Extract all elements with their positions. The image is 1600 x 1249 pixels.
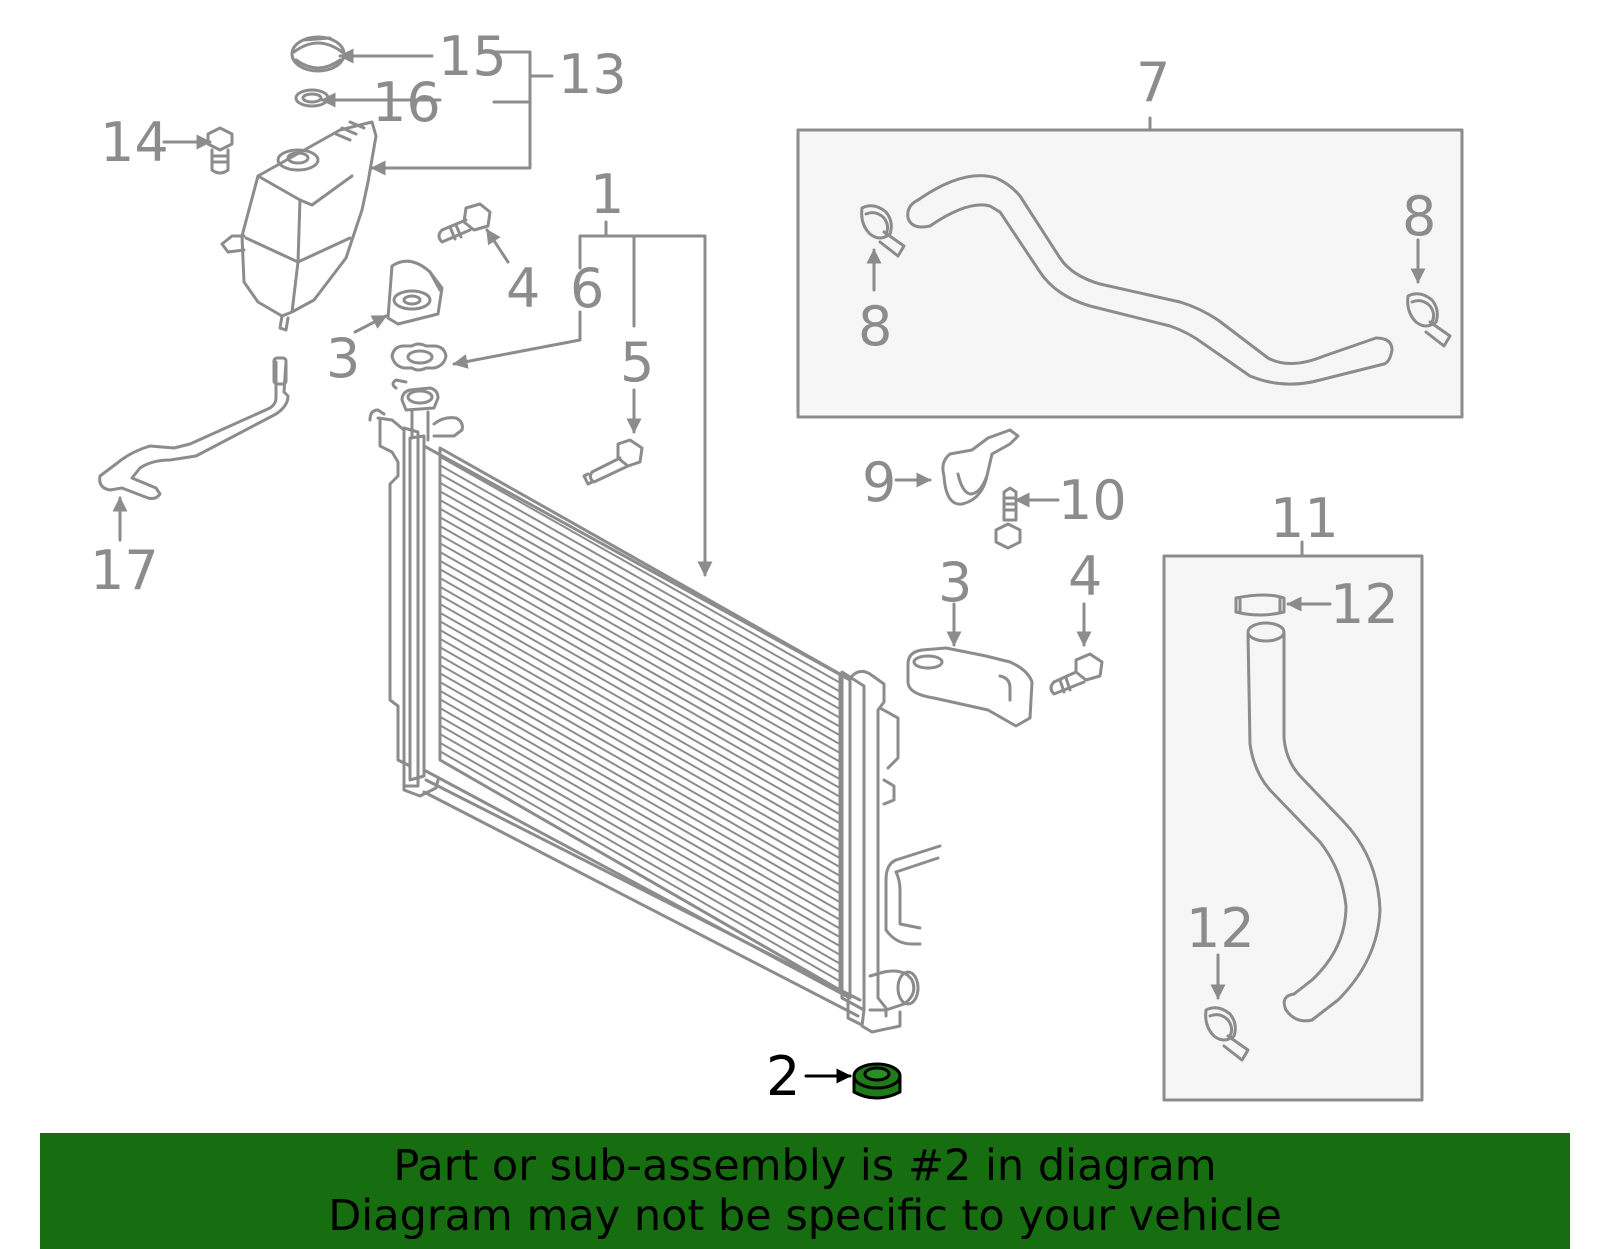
radiator-fin xyxy=(439,603,841,833)
radiator-fin xyxy=(439,672,841,904)
callout-3-lower: 3 xyxy=(938,551,973,614)
hose-clamp-12-upper xyxy=(1234,593,1286,617)
radiator-fin xyxy=(439,681,841,912)
callout-17: 17 xyxy=(90,539,159,602)
radiator-fin xyxy=(439,750,841,983)
drain-plug-5 xyxy=(582,438,644,486)
radiator-fin xyxy=(439,499,841,728)
radiator-fin xyxy=(439,455,841,684)
radiator-fin xyxy=(439,507,841,737)
radiator-fin xyxy=(439,533,841,763)
radiator-fin xyxy=(439,733,841,965)
radiator-fin xyxy=(439,689,841,921)
info-banner: Part or sub-assembly is #2 in diagram Di… xyxy=(40,1133,1570,1249)
overflow-hose-17 xyxy=(98,356,290,500)
mount-bracket-3-lower xyxy=(906,646,1034,728)
callout-8-right: 8 xyxy=(1402,185,1437,248)
radiator-fin xyxy=(439,594,841,825)
banner-line-disclaimer: Diagram may not be specific to your vehi… xyxy=(328,1191,1282,1241)
radiator-fin xyxy=(439,551,841,781)
radiator-fin xyxy=(439,490,841,719)
callout-8-left: 8 xyxy=(858,295,893,358)
seal-6 xyxy=(390,342,448,372)
callout-14: 14 xyxy=(100,111,169,174)
callout-12-upper: 12 xyxy=(1330,573,1399,636)
bolt-4-upper xyxy=(437,202,492,244)
hose-bracket-9 xyxy=(941,428,1020,506)
callout-10: 10 xyxy=(1058,469,1127,532)
upper-hose-7 xyxy=(906,174,1394,386)
lower-hose-11 xyxy=(1246,621,1382,1023)
callout-5: 5 xyxy=(620,331,655,394)
radiator-fin xyxy=(439,698,841,930)
radiator-fin xyxy=(439,724,841,956)
radiator-fin xyxy=(439,481,841,711)
radiator-fin xyxy=(439,715,841,948)
radiator-fin xyxy=(439,525,841,754)
bolt-10 xyxy=(994,486,1022,550)
o-ring-16 xyxy=(294,88,330,108)
radiator-fin xyxy=(439,473,841,702)
bolt-4-lower xyxy=(1049,652,1104,696)
coolant-reservoir-13 xyxy=(220,120,378,332)
reservoir-cap-15 xyxy=(290,35,346,73)
radiator-fin xyxy=(439,568,841,798)
callout-1: 1 xyxy=(590,163,625,226)
callout-16: 16 xyxy=(372,71,441,134)
radiator-fin xyxy=(439,646,841,877)
callout-15: 15 xyxy=(438,25,507,88)
radiator-fin xyxy=(439,577,841,807)
callout-9: 9 xyxy=(862,451,897,514)
callout-4-upper: 4 xyxy=(506,257,541,320)
radiator-fin xyxy=(439,464,841,693)
callout-4-lower: 4 xyxy=(1068,545,1103,608)
radiator-fin xyxy=(439,585,841,816)
radiator-fin xyxy=(439,629,841,860)
radiator-fin xyxy=(439,516,841,746)
radiator-fin xyxy=(439,559,841,790)
hose-clamp-8-right xyxy=(1406,292,1452,348)
radiator-fin xyxy=(439,611,841,842)
callout-3-upper: 3 xyxy=(326,327,361,390)
callout-2-highlighted: 2 xyxy=(766,1045,801,1108)
radiator-fin xyxy=(439,620,841,851)
banner-line-part-info: Part or sub-assembly is #2 in diagram xyxy=(393,1141,1217,1191)
radiator-parts-diagram xyxy=(98,35,1464,1102)
callout-6: 6 xyxy=(570,257,605,320)
leader-lines xyxy=(112,48,1426,1000)
radiator-fin xyxy=(439,707,841,939)
hose-clamp-12-lower xyxy=(1204,1006,1250,1062)
radiator-fin xyxy=(439,542,841,772)
radiator-fin xyxy=(439,655,841,886)
radiator-fin xyxy=(439,663,841,895)
highlighted-part-2 xyxy=(804,1062,902,1100)
callout-7: 7 xyxy=(1136,51,1171,114)
radiator-fin xyxy=(439,741,841,974)
callout-13: 13 xyxy=(558,43,627,106)
hose-kit-7-box xyxy=(796,116,1464,419)
bolt-14 xyxy=(206,126,234,175)
radiator-1 xyxy=(368,378,942,1034)
mount-insulator-3-upper xyxy=(386,259,444,326)
callout-11: 11 xyxy=(1270,487,1339,550)
hose-clamp-8-left xyxy=(860,204,906,258)
radiator-fin xyxy=(439,637,841,869)
callout-12-lower: 12 xyxy=(1186,897,1255,960)
